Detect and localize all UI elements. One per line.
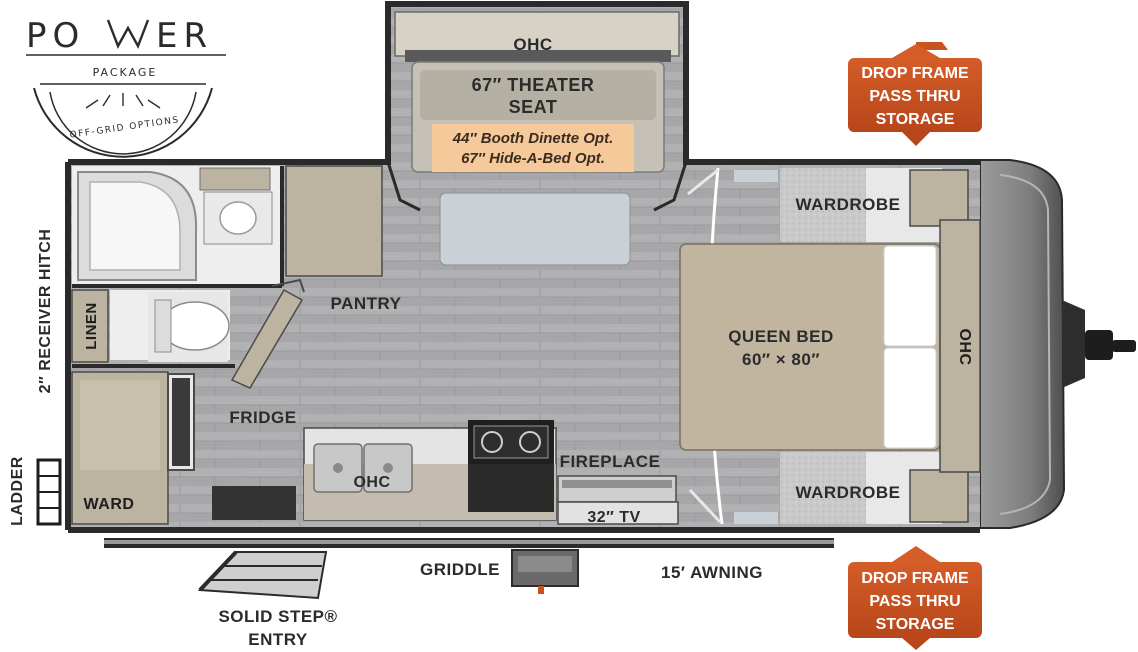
bed-label-2: 60″ × 80″ <box>742 350 820 369</box>
logo-sub: PACKAGE <box>93 66 158 79</box>
ladder-icon <box>36 458 62 526</box>
ohc-front-label: OHC <box>956 328 973 365</box>
exterior-features: 2″ RECEIVER HITCH LADDER GRIDDLE 15′ AWN… <box>9 229 834 649</box>
linen-cabinet <box>71 289 109 363</box>
storage-tag-top: DROP FRAME PASS THRU STORAGE <box>848 42 982 146</box>
logo-sun-rays-icon <box>85 93 161 109</box>
storage-top-line1: DROP FRAME <box>861 65 969 82</box>
fireplace <box>557 475 677 503</box>
ohc-kitchen-label: OHC <box>353 474 390 491</box>
storage-bottom-line2: PASS THRU <box>869 593 960 610</box>
double-sink-icon <box>313 443 413 493</box>
pillow-icon-2 <box>883 347 937 449</box>
fridge-label: FRIDGE <box>229 408 296 427</box>
tv-cabinet <box>557 501 679 525</box>
fireplace-label: FIREPLACE <box>560 452 661 471</box>
step-label-2: ENTRY <box>248 630 308 649</box>
bathroom: LINEN <box>71 166 284 368</box>
ward-label: WARD <box>84 496 135 513</box>
slide-table <box>439 192 631 266</box>
pantry: PANTRY <box>230 165 402 389</box>
step-label-1: SOLID STEP® <box>218 607 337 626</box>
wardrobe-top-label: WARDROBE <box>795 195 900 214</box>
awning-label: 15′ AWNING <box>661 563 763 582</box>
tv-label: 32″ TV <box>587 509 640 526</box>
linen-label: LINEN <box>83 302 100 350</box>
booth-dinette-option: 44″ Booth Dinette Opt. <box>452 130 614 147</box>
receiver-hitch-label: 2″ RECEIVER HITCH <box>37 229 54 394</box>
rear-wardrobe: WARD <box>71 371 195 525</box>
griddle-icon <box>511 549 579 594</box>
front-ohc-cabinet <box>939 219 981 473</box>
entertainment: FIREPLACE 32″ TV <box>557 452 679 526</box>
storage-top-line2: PASS THRU <box>869 88 960 105</box>
ladder-label: LADDER <box>9 456 26 526</box>
wardrobe-bottom-label: WARDROBE <box>795 483 900 502</box>
bed-label-1: QUEEN BED <box>728 327 834 346</box>
hitch-tongue <box>1062 300 1085 388</box>
storage-bottom-line3: STORAGE <box>876 616 955 633</box>
front-cap <box>979 159 1066 529</box>
logo-word-left: PO <box>26 16 85 56</box>
griddle-label: GRIDDLE <box>420 560 500 579</box>
range-hood <box>212 486 296 520</box>
pillow-icon <box>883 245 937 347</box>
kitchen: FRIDGE OHC MICRO <box>212 408 557 521</box>
theater-seat-label-2: SEAT <box>509 97 558 117</box>
micro-label: MICRO <box>469 474 525 491</box>
storage-tag-bottom: DROP FRAME PASS THRU STORAGE <box>848 546 982 650</box>
entry-step-icon <box>197 550 328 600</box>
storage-bottom-line1: DROP FRAME <box>861 570 969 587</box>
microwave <box>468 464 554 512</box>
pantry-label: PANTRY <box>331 294 402 313</box>
power-package-logo: PO ER PACKAGE OFF-GRID OPTIONS <box>26 16 226 158</box>
ohc-top-label: OHC <box>513 35 552 54</box>
theater-seat-area: OHC 67″ THEATER SEAT 44″ Booth Dinette O… <box>394 11 680 266</box>
logo-word-right: ER <box>156 16 213 56</box>
logo-ring-text: OFF-GRID OPTIONS <box>69 115 180 140</box>
hide-a-bed-option: 67″ Hide-A-Bed Opt. <box>461 150 605 167</box>
stove-icon <box>468 420 554 464</box>
option-highlight-box <box>432 124 634 172</box>
storage-top-line3: STORAGE <box>876 111 955 128</box>
bedroom: WARDROBE WARDROBE QUEEN BED 60″ × 80″ OH… <box>679 167 981 525</box>
theater-seat-label-1: 67″ THEATER <box>472 75 595 95</box>
logo-w-mountain-icon <box>106 19 150 49</box>
